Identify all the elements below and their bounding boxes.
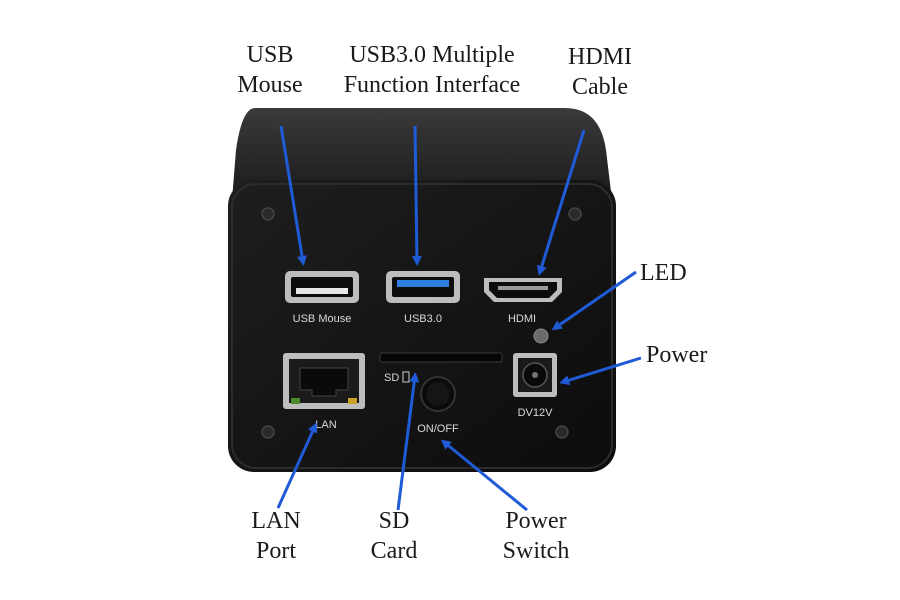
hdmi-port-label: HDMI (508, 313, 536, 325)
arrow-power-switch (440, 439, 528, 512)
usb-mouse-port-label: USB Mouse (293, 313, 352, 325)
callout-power-switch-line2: Switch (502, 538, 570, 564)
dc-jack-label: DV12V (518, 407, 554, 419)
callout-sd-card: SD Card (354, 506, 434, 566)
callout-sd-line2: Card (370, 538, 418, 564)
camera-body-top (232, 108, 612, 200)
power-switch-button: ON/OFF (417, 376, 459, 435)
callout-power: Power (646, 340, 736, 370)
dc-power-jack: DV12V (513, 353, 557, 419)
usb3-port: USB3.0 (386, 271, 460, 325)
lan-port-label: LAN (315, 419, 336, 431)
callout-led: LED (640, 258, 720, 288)
callout-usb-mouse: USB Mouse (224, 40, 316, 100)
screw-icon (555, 425, 569, 439)
callout-power-line1: Power (646, 342, 708, 368)
callout-power-switch: Power Switch (486, 506, 586, 566)
led-indicator (533, 328, 549, 344)
callout-usb-mouse-line2: Mouse (237, 72, 303, 98)
callout-power-switch-line1: Power (505, 508, 567, 534)
usb-mouse-port: USB Mouse (285, 271, 359, 325)
callout-usb-mouse-line1: USB (246, 42, 294, 68)
callout-hdmi-cable: HDMI Cable (554, 42, 646, 102)
callout-sd-line1: SD (378, 508, 410, 534)
screw-icon (568, 207, 582, 221)
usb3-port-label: USB3.0 (404, 313, 442, 325)
arrow-lan (276, 422, 318, 509)
sd-slot-label: SD (384, 372, 399, 384)
arrow-sd (396, 372, 420, 511)
arrow-usb-mouse (279, 125, 307, 266)
callout-usb3-line2: Function Interface (343, 72, 521, 98)
sd-card-slot: SD (379, 352, 503, 384)
sd-card-icon (402, 371, 410, 383)
screw-icon (261, 425, 275, 439)
corner-screws (261, 207, 582, 439)
arrow-hdmi (536, 129, 586, 276)
callout-arrows (276, 125, 642, 512)
arrow-led (551, 270, 637, 331)
callout-usb3: USB3.0 Multiple Function Interface (326, 40, 538, 100)
callout-lan-port: LAN Port (236, 506, 316, 566)
arrow-power (559, 356, 642, 386)
arrow-usb3 (411, 125, 422, 266)
callout-led-line1: LED (640, 260, 687, 286)
callout-lan-line2: Port (255, 538, 296, 564)
screw-icon (261, 207, 275, 221)
callout-lan-line1: LAN (251, 508, 301, 534)
on-off-label: ON/OFF (417, 423, 459, 435)
lan-port: LAN (283, 353, 365, 431)
callout-hdmi-line2: Cable (572, 74, 628, 100)
hdmi-port: HDMI (484, 278, 562, 325)
callout-usb3-line1: USB3.0 Multiple (349, 42, 515, 68)
callout-hdmi-line1: HDMI (568, 44, 632, 70)
